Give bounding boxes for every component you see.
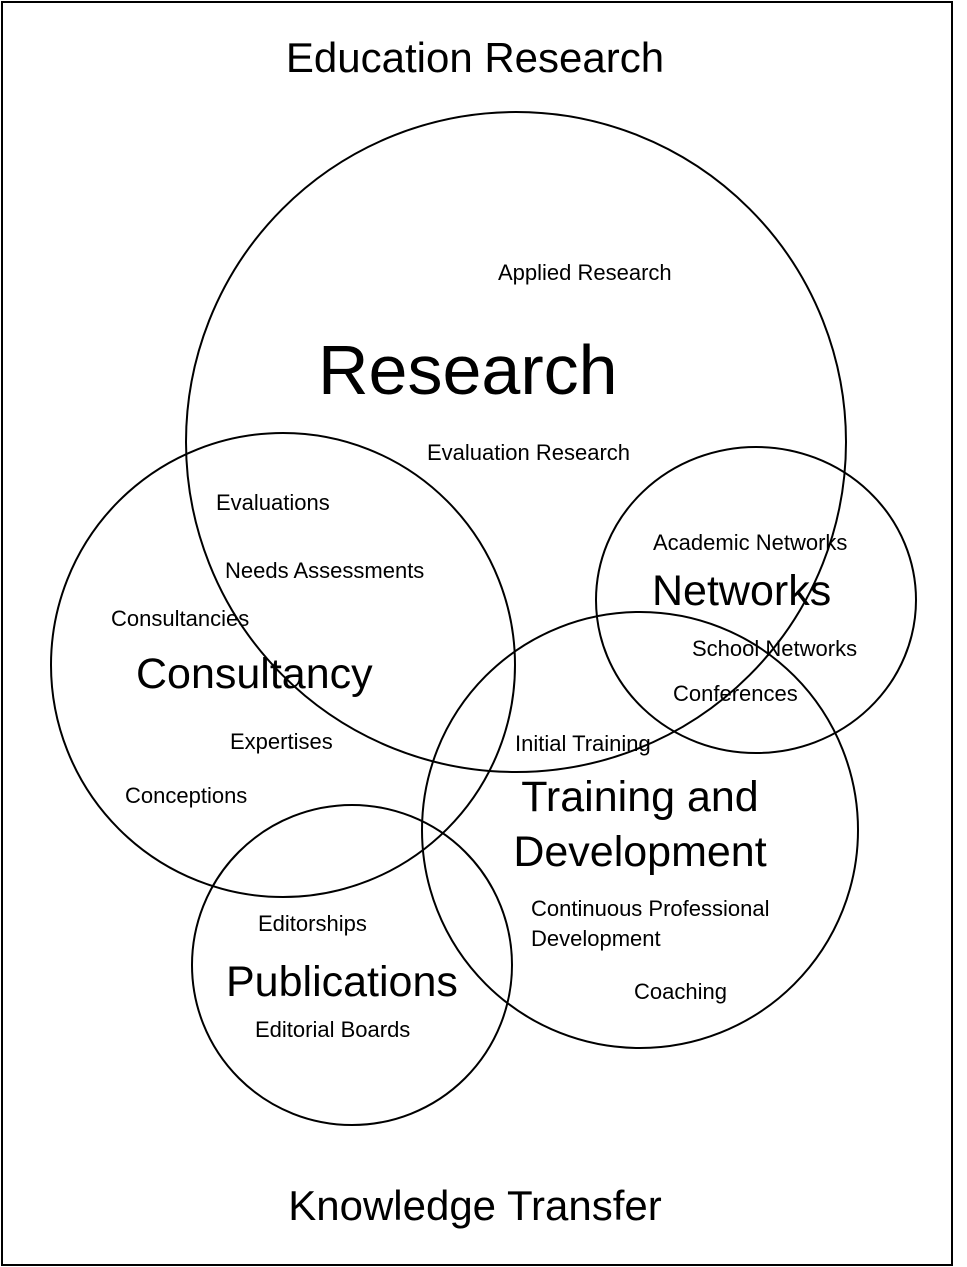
- networks-item: Conferences: [673, 681, 798, 706]
- research-circle: [185, 111, 847, 773]
- diagram-title: Education Research: [286, 34, 664, 81]
- research-item: Applied Research: [498, 260, 672, 285]
- consultancy-circle: [50, 432, 516, 898]
- consultancy-item: Needs Assessments: [225, 558, 424, 583]
- consultancy-item: Expertises: [230, 729, 333, 754]
- networks-item: School Networks: [692, 636, 857, 661]
- training-item: Initial Training: [515, 731, 651, 756]
- consultancy-item: Conceptions: [125, 783, 247, 808]
- training-label-line1: Training and: [521, 773, 758, 821]
- research-item: Evaluation Research: [427, 440, 630, 465]
- training-item: Development: [531, 926, 661, 951]
- training-label-line2: Development: [513, 828, 766, 876]
- consultancy-item: Consultancies: [111, 606, 249, 631]
- publications-item: Editorships: [258, 911, 367, 936]
- consultancy-item: Evaluations: [216, 490, 330, 515]
- publications-circle: [191, 804, 513, 1126]
- publications-item: Editorial Boards: [255, 1017, 410, 1042]
- diagram-footer: Knowledge Transfer: [288, 1182, 662, 1229]
- consultancy-label: Consultancy: [136, 650, 373, 698]
- networks-circle: [595, 446, 917, 754]
- training-item: Continuous Professional: [531, 896, 769, 921]
- research-label: Research: [318, 331, 618, 409]
- publications-label: Publications: [226, 958, 458, 1006]
- training-circle: [421, 611, 859, 1049]
- networks-item: Academic Networks: [653, 530, 847, 555]
- networks-label: Networks: [652, 567, 831, 615]
- training-item: Coaching: [634, 979, 727, 1004]
